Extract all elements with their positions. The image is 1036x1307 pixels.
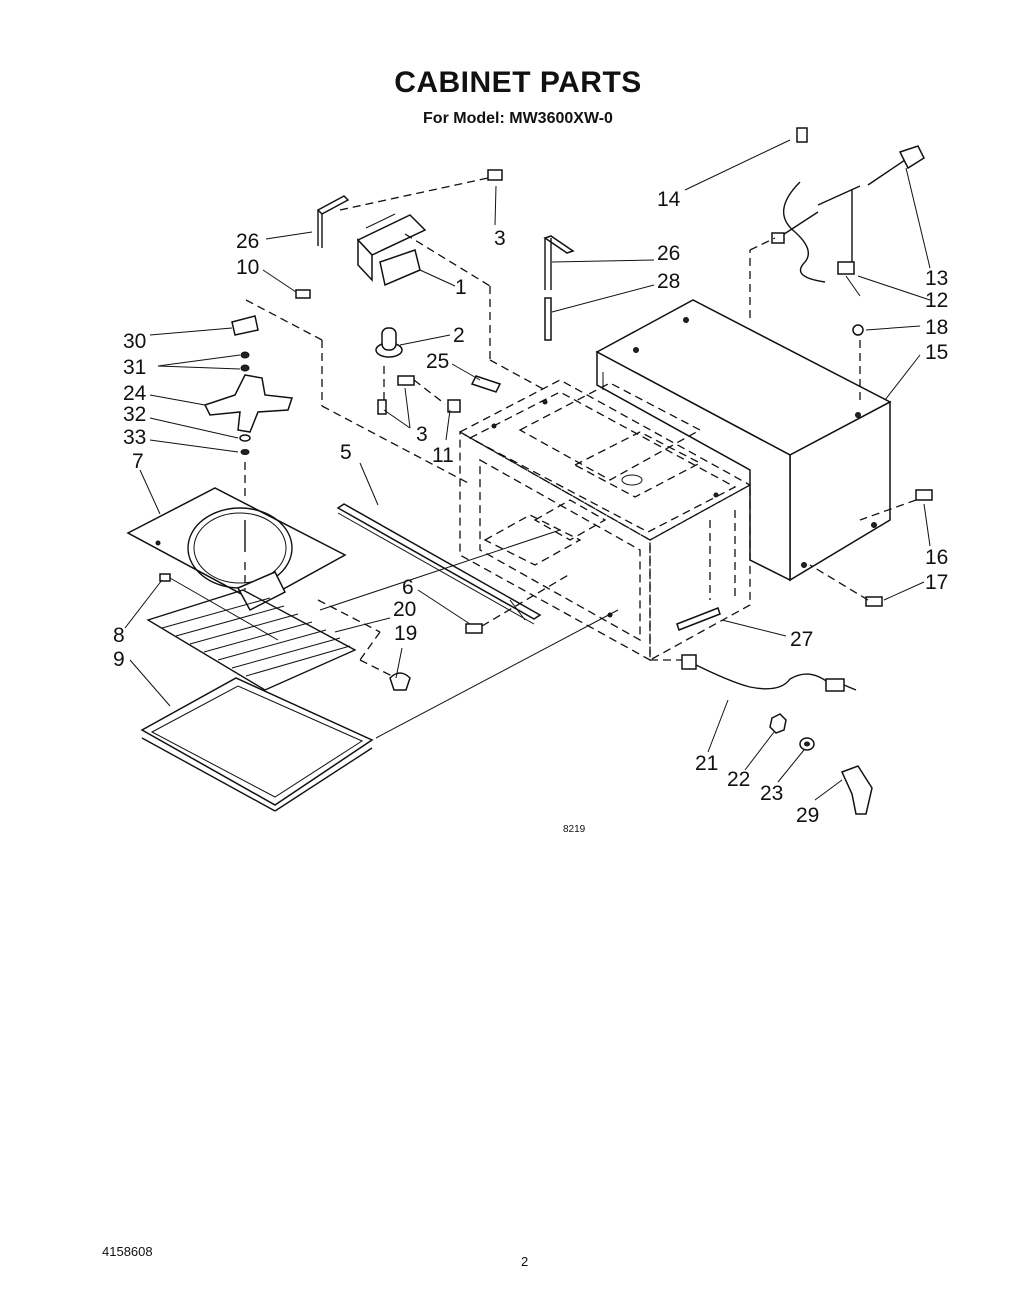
callout-22: 22 [727,768,750,791]
callout-30: 30 [123,330,146,353]
fastener-parts-shape [159,127,933,691]
callout-26-left: 26 [236,230,259,253]
callout-3-top: 3 [494,227,506,250]
callout-29: 29 [796,804,819,827]
callout-6: 6 [402,576,414,599]
callout-21: 21 [695,752,718,775]
callout-25: 25 [426,350,449,373]
thermal-probe-cord-shape [681,654,857,692]
model-subtitle: For Model: MW3600XW-0 [423,110,613,127]
callout-13: 13 [925,267,948,290]
document-number: 4158608 [102,1244,153,1259]
callout-11: 11 [432,444,454,467]
callout-2: 2 [453,324,465,347]
callout-23: 23 [760,782,783,805]
callout-9: 9 [113,648,125,671]
callout-27: 27 [790,628,813,651]
callout-8: 8 [113,624,125,647]
callout-33: 33 [123,426,146,449]
glass-tray-shape [140,677,374,812]
front-trim-bar-shape [336,503,542,625]
callout-26-right: 26 [657,242,680,265]
light-bracket-shape [356,213,427,287]
strip-parts-shape [316,195,721,631]
callout-20: 20 [393,598,416,621]
callout-14: 14 [657,188,681,211]
oven-rack-shape [146,589,357,691]
callout-1: 1 [455,276,467,299]
lamp-bulb-shape [375,327,403,358]
callout-7: 7 [132,450,144,473]
callout-17: 17 [925,571,948,594]
callout-16: 16 [925,546,948,569]
callout-31: 31 [123,356,146,379]
callout-24: 24 [123,382,147,405]
outer-cabinet-shape [595,299,892,582]
page-title: CABINET PARTS [394,66,642,99]
stirrer-assembly-shape [203,315,294,455]
stirrer-cover-shape [126,487,347,612]
alignment-lines [169,177,917,739]
callout-28: 28 [657,270,680,293]
leader-lines [124,139,931,801]
callout-5: 5 [340,441,352,464]
wiring-harness-shape [771,145,925,297]
callout-3-left: 3 [416,423,428,446]
diagram-code: 8219 [563,824,586,835]
callout-32: 32 [123,403,146,426]
callout-18: 18 [925,316,948,339]
callout-19: 19 [394,622,417,645]
callout-10: 10 [236,256,259,279]
nut-washer-plug-shape [769,713,873,815]
callout-15: 15 [925,341,948,364]
callout-12: 12 [925,289,948,312]
callout-labels: 1 2 3 3 3 5 6 7 8 9 10 11 12 13 14 15 16… [113,188,948,827]
page-number: 2 [521,1254,529,1269]
